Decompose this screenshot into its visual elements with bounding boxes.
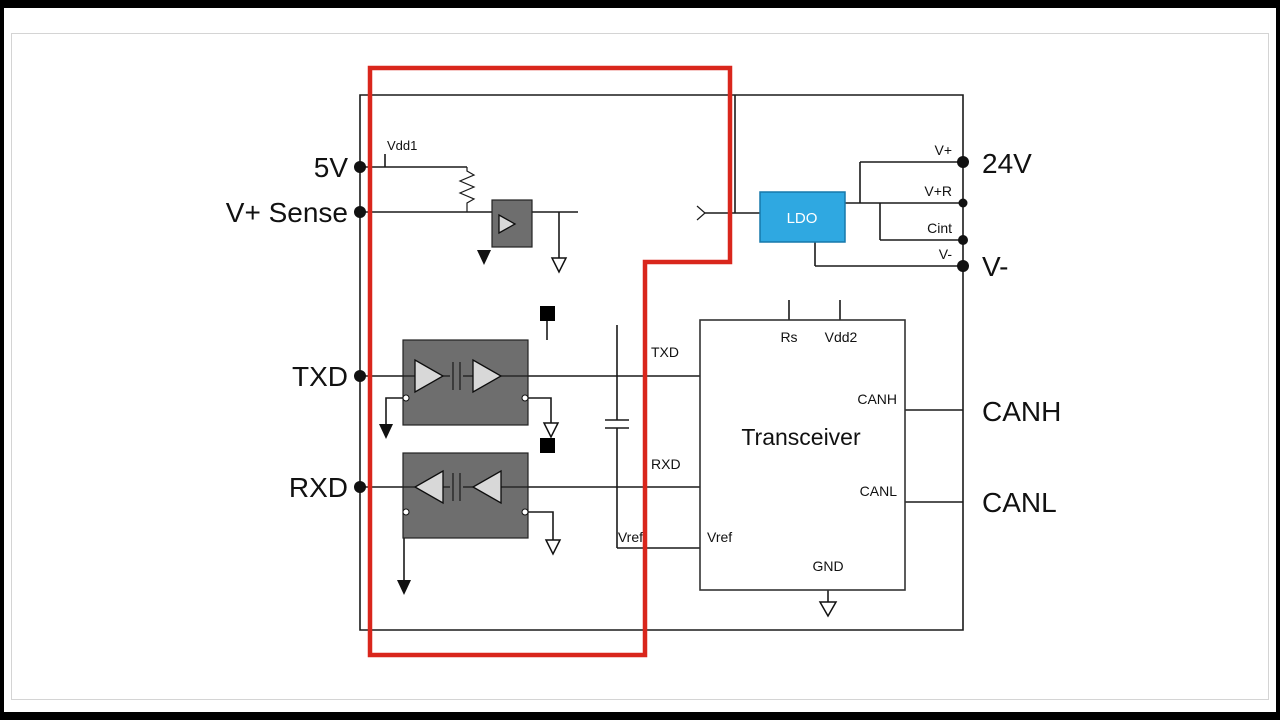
terminal-vsense [354, 206, 366, 218]
rxd-isolator-body [402, 452, 529, 539]
pin-label-canl: CANL [860, 483, 898, 499]
junction-square [540, 306, 555, 321]
pin-label-canh: CANH [857, 391, 897, 407]
pin-circle [521, 394, 529, 402]
rail-label-vplus: V+ [934, 142, 952, 158]
frame-top [0, 0, 1280, 8]
rail-label-vminus: V- [939, 246, 953, 262]
frame-right [1276, 0, 1280, 720]
right-pin-label-canh: CANH [982, 396, 1061, 427]
left-pin-label-vsense: V+ Sense [226, 197, 348, 228]
rail-label-cint: Cint [927, 220, 952, 236]
rail-labels: V+ V+R Cint V- [924, 142, 952, 262]
pin-label-vdd2: Vdd2 [825, 329, 858, 345]
ldo-body [759, 191, 846, 243]
pin-label-rs: Rs [780, 329, 797, 345]
buffer-icon [413, 469, 444, 505]
net-labels: Vdd1 TXD RXD Vref [387, 138, 681, 545]
terminal-txd [354, 370, 366, 382]
outer-frame [359, 94, 964, 631]
net-label-vref: Vref [618, 529, 643, 545]
isolation-boundary [367, 65, 733, 658]
terminal-24v [957, 156, 969, 168]
terminal-cint [958, 235, 968, 245]
sense-isolator-block [477, 199, 568, 274]
ground-arrow-icon [397, 580, 411, 595]
external-pin-labels: 5V V+ Sense TXD RXD 24V V- CANH CANL [226, 148, 1062, 518]
wire-rs-vdd2-stubs [788, 300, 841, 320]
txd-isolator-block [379, 306, 560, 439]
left-pin-label-rxd: RXD [289, 472, 348, 503]
isolation-barrier-icon [452, 362, 461, 390]
terminal-rxd [354, 481, 366, 493]
ground-triangle-icon [818, 601, 838, 618]
terminal-vpr [958, 198, 968, 208]
frame-left [0, 0, 4, 720]
right-pin-label-vminus: V- [982, 251, 1008, 282]
ground-triangle-icon [542, 422, 560, 439]
capacitor-vref-wire [605, 325, 700, 549]
terminal-vminus [957, 260, 969, 272]
wires [359, 94, 964, 631]
wire-ldo-input [705, 95, 760, 214]
pin-circle [402, 394, 410, 402]
transceiver-label: Transceiver [741, 424, 861, 450]
pin-circle [521, 508, 529, 516]
ground-arrow-icon [379, 424, 393, 439]
terminal-dots [354, 156, 969, 493]
right-pin-label-24v: 24V [982, 148, 1032, 179]
net-label-rxd: RXD [651, 456, 681, 472]
frame-bottom [0, 712, 1280, 720]
wire-txd-grounds [385, 397, 552, 424]
ldo-block: LDO [759, 191, 846, 243]
pin-label-gnd: GND [812, 558, 843, 574]
net-label-vdd1: Vdd1 [387, 138, 417, 153]
buffer-icon [472, 358, 503, 394]
net-label-txd: TXD [651, 344, 679, 360]
resistor [458, 167, 476, 212]
transceiver-body [699, 319, 906, 591]
buffer-icon [471, 469, 502, 505]
rail-wires [814, 161, 963, 267]
left-pin-label-5v: 5V [314, 152, 349, 183]
ldo-label: LDO [787, 210, 818, 227]
ground-triangle-icon [544, 539, 562, 556]
ground-triangle-icon [550, 257, 568, 274]
junction-square [540, 438, 555, 453]
transceiver-block: Transceiver Rs Vdd2 CANH CANL GND Vref [699, 319, 906, 618]
slide-border [11, 33, 1269, 700]
isolation-barrier-icon [452, 473, 461, 501]
wire-rxd-grounds [403, 511, 554, 580]
rail-label-vplusr: V+R [924, 183, 952, 199]
wire-5v [360, 154, 467, 168]
right-pin-label-canl: CANL [982, 487, 1057, 518]
rxd-isolator-block [397, 438, 562, 595]
terminal-5v [354, 161, 366, 173]
left-pin-label-txd: TXD [292, 361, 348, 392]
buffer-icon [414, 358, 445, 394]
ldo-input-arrow [696, 205, 706, 221]
sense-buffer-icon [498, 213, 517, 235]
pin-circle [402, 508, 410, 516]
pin-label-vref: Vref [707, 529, 732, 545]
ground-arrow-icon [477, 250, 491, 265]
